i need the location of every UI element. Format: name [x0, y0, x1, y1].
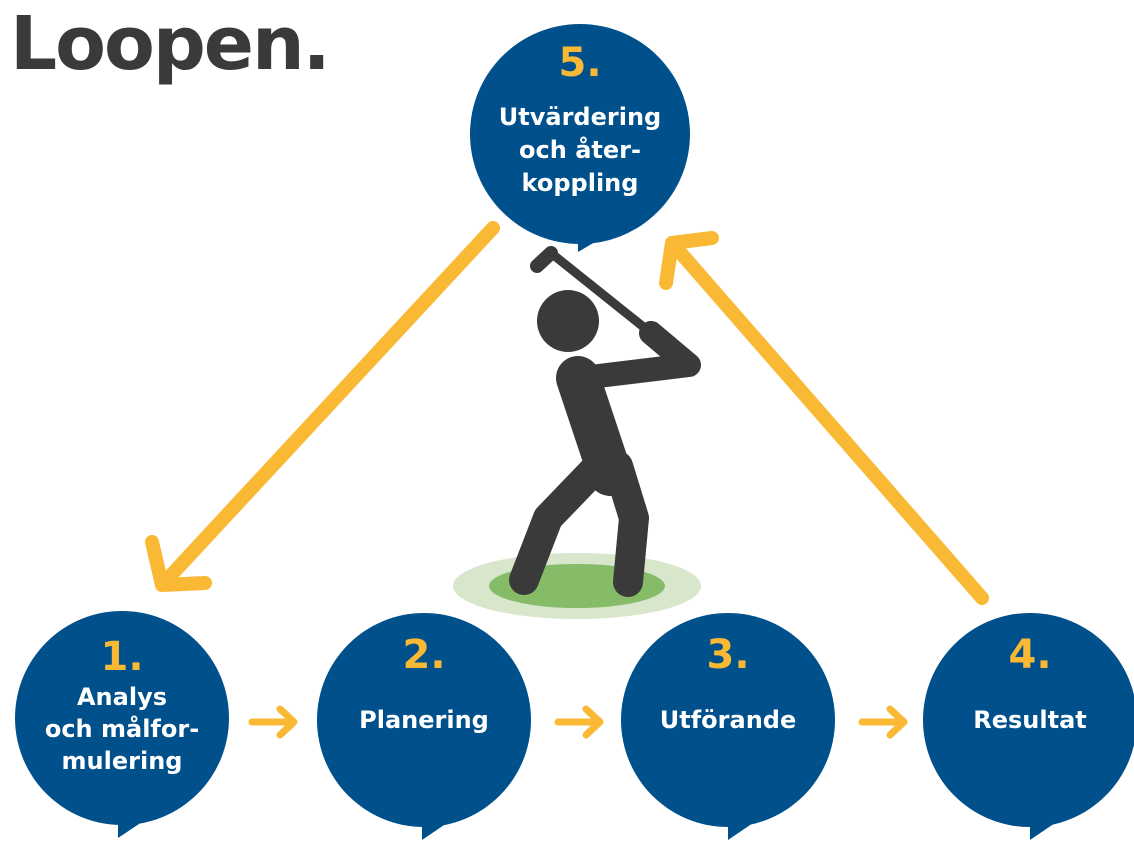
step-number: 4. — [1008, 632, 1051, 678]
bubble-circle — [621, 613, 835, 827]
step-bubble-1: 1. Analys och målfor-mulering — [15, 611, 229, 838]
step-label-line: mulering — [62, 747, 183, 775]
step-label-line: Planering — [359, 706, 489, 734]
arrow-5-to-1 — [145, 221, 500, 592]
bubble-circle — [317, 613, 531, 827]
step-label-line: och målfor- — [45, 714, 199, 743]
step-label-line: Resultat — [973, 706, 1087, 734]
logo: Loopen. — [10, 1, 331, 87]
step-number: 3. — [706, 632, 749, 678]
step-number: 2. — [402, 632, 445, 678]
arrow-1-to-2 — [248, 705, 298, 739]
bubble-circle — [923, 613, 1134, 827]
bubble-circle — [470, 24, 690, 244]
step-number: 1. — [100, 634, 143, 680]
golfer-icon — [509, 246, 701, 597]
step-bubble-3: 3. Utförande — [621, 613, 835, 840]
bubble-circle — [15, 611, 229, 825]
arrow-4-to-5 — [659, 231, 989, 605]
step-label-line: koppling — [522, 169, 639, 197]
step-number: 5. — [558, 40, 601, 86]
step-label-line: Analys — [77, 683, 167, 711]
arrow-2-to-3 — [554, 705, 604, 739]
arrow-3-to-4 — [858, 705, 908, 739]
step-bubble-4: 4. Resultat — [923, 613, 1134, 840]
step-label-line: Utförande — [660, 706, 796, 734]
step-label-line: och åter- — [519, 135, 641, 164]
step-bubble-5: 5. Utvärdering och åter-koppling — [470, 24, 690, 252]
step-bubble-2: 2. Planering — [317, 613, 531, 840]
step-label-line: Utvärdering — [499, 103, 661, 131]
